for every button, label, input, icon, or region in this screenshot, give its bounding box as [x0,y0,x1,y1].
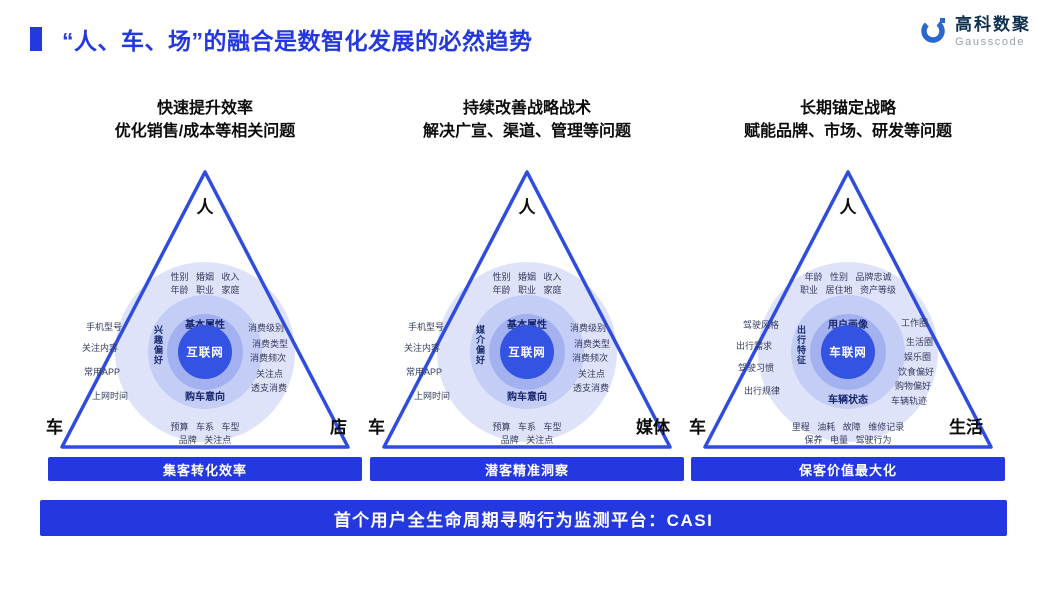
panel-heading-line1: 持续改善战略战术 [462,100,591,117]
panel-heading: 持续改善战略战术 解决广宣、渠道、管理等问题 [362,97,692,143]
ring-bottom-label: 车辆状态 [828,395,868,406]
demographic-row2: 年龄 职业 家庭 [492,285,562,295]
vertex-life-label: 生活 [949,418,983,437]
vertex-car-label: 车 [368,418,385,437]
vehicle-row2: 保养 电量 驾驶行为 [804,435,892,445]
title-accent-bar [30,27,42,51]
shopping-pref-label: 购物偏好 [895,381,932,391]
demographic-row1: 年龄 性别 品牌忠诚 [804,272,892,282]
panel-prospect: 持续改善战略战术 解决广宣、渠道、管理等问题 人 车 媒体 性别 婚姻 收入 年… [362,95,692,491]
vehicle-row1: 里程 油耗 故障 维修记录 [791,422,905,432]
ring-bottom-label: 购车意向 [185,392,225,403]
consume-freq-label: 消费频次 [572,353,609,363]
device-label: 手机型号 [408,322,445,332]
core-telematics-circle: 车联网 [821,325,875,379]
life-circle-label: 生活圈 [906,337,934,347]
demographic-row2: 职业 居住地 资产等级 [799,285,896,295]
logo-text: 高科数聚 Gausscode [955,15,1031,49]
vertex-person-label: 人 [839,198,857,217]
content-label: 关注内容 [82,343,119,353]
focus-label: 关注点 [256,369,284,379]
overdraft-label: 透支消费 [573,383,610,393]
driving-habit-label: 驾驶习惯 [738,363,775,373]
triangle-outline [60,170,350,449]
consume-type-label: 消费类型 [574,339,611,349]
ring-side-label: 出行特征 [796,325,806,365]
ring-side-label: 兴趣偏好 [153,325,163,365]
app-label: 常用APP [406,367,443,377]
consume-level-label: 消费级别 [248,323,285,333]
consume-freq-label: 消费频次 [250,353,287,363]
panel-heading-line2: 赋能品牌、市场、研发等问题 [743,123,952,140]
logo-subtitle: Gausscode [955,36,1026,48]
consume-level-label: 消费级别 [570,323,607,333]
device-label: 手机型号 [86,322,123,332]
online-time-label: 上网时间 [414,391,451,401]
travel-pattern-label: 出行规律 [744,386,781,396]
triangle-outline [703,170,993,449]
panel-result-bar: 集客转化效率 [48,457,362,481]
consume-type-label: 消费类型 [252,339,289,349]
triangle-diagram: 人 车 生活 年龄 性别 品牌忠诚 职业 居住地 资产等级 用户画像 车辆状态 … [683,167,1013,457]
intent-row1: 预算 车系 车型 [170,422,240,432]
demographic-row1: 性别 婚姻 收入 [492,272,562,282]
vertex-car-label: 车 [46,418,63,437]
vertex-person-label: 人 [518,198,536,217]
panel-heading: 长期锚定战略 赋能品牌、市场、研发等问题 [683,97,1013,143]
core-internet-circle: 互联网 [500,325,554,379]
ring-side-label: 媒介偏好 [475,325,485,365]
demographic-row2: 年龄 职业 家庭 [170,285,240,295]
overdraft-label: 透支消费 [251,383,288,393]
panel-heading-line2: 解决广宣、渠道、管理等问题 [422,123,631,140]
intent-row2: 品牌 关注点 [500,435,554,445]
vehicle-track-label: 车辆轨迹 [891,396,928,406]
vertex-media-label: 媒体 [636,418,670,437]
intent-row2: 品牌 关注点 [178,435,232,445]
online-time-label: 上网时间 [92,391,129,401]
panel-heading: 快速提升效率 优化销售/成本等相关问题 [40,97,370,143]
intent-row1: 预算 车系 车型 [492,422,562,432]
travel-need-label: 出行需求 [736,341,773,351]
panel-result-bar: 保客价值最大化 [691,457,1005,481]
driving-style-label: 驾驶风格 [743,320,780,330]
vertex-car-label: 车 [689,418,706,437]
panel-retain: 长期锚定战略 赋能品牌、市场、研发等问题 人 车 生活 年龄 性别 品牌忠诚 职… [683,95,1013,491]
app-label: 常用APP [84,367,121,377]
page-title: “人、车、场”的融合是数智化发展的必然趋势 [62,28,533,54]
food-pref-label: 饮食偏好 [898,367,935,377]
company-logo: 高科数聚 Gausscode [918,15,1031,49]
demographic-row1: 性别 婚姻 收入 [170,272,240,282]
focus-label: 关注点 [578,369,606,379]
work-circle-label: 工作圈 [901,318,929,328]
content-label: 关注内容 [404,343,441,353]
triangle-diagram: 人 车 店 性别 婚姻 收入 年龄 职业 家庭 基本属性 购车意向 兴趣偏好 互… [40,167,370,457]
panel-result-bar: 潜客精准洞察 [370,457,684,481]
gausscode-logo-icon [921,18,945,43]
panel-heading-line1: 长期锚定战略 [799,100,896,117]
triangle-outline [382,170,672,449]
panel-collect: 快速提升效率 优化销售/成本等相关问题 人 车 店 性别 婚姻 收入 年龄 职业… [40,95,370,491]
panel-heading-line2: 优化销售/成本等相关问题 [114,123,296,140]
logo-name: 高科数聚 [955,15,1031,34]
panel-heading-line1: 快速提升效率 [156,100,253,117]
core-internet-circle: 互联网 [178,325,232,379]
ring-bottom-label: 购车意向 [507,392,547,403]
vertex-store-label: 店 [330,418,347,437]
entertainment-circle-label: 娱乐圈 [904,352,932,362]
vertex-person-label: 人 [196,198,214,217]
triangle-diagram: 人 车 媒体 性别 婚姻 收入 年龄 职业 家庭 基本属性 购车意向 媒介偏好 … [362,167,692,457]
platform-banner: 首个用户全生命周期寻购行为监测平台：CASI [40,500,1007,536]
